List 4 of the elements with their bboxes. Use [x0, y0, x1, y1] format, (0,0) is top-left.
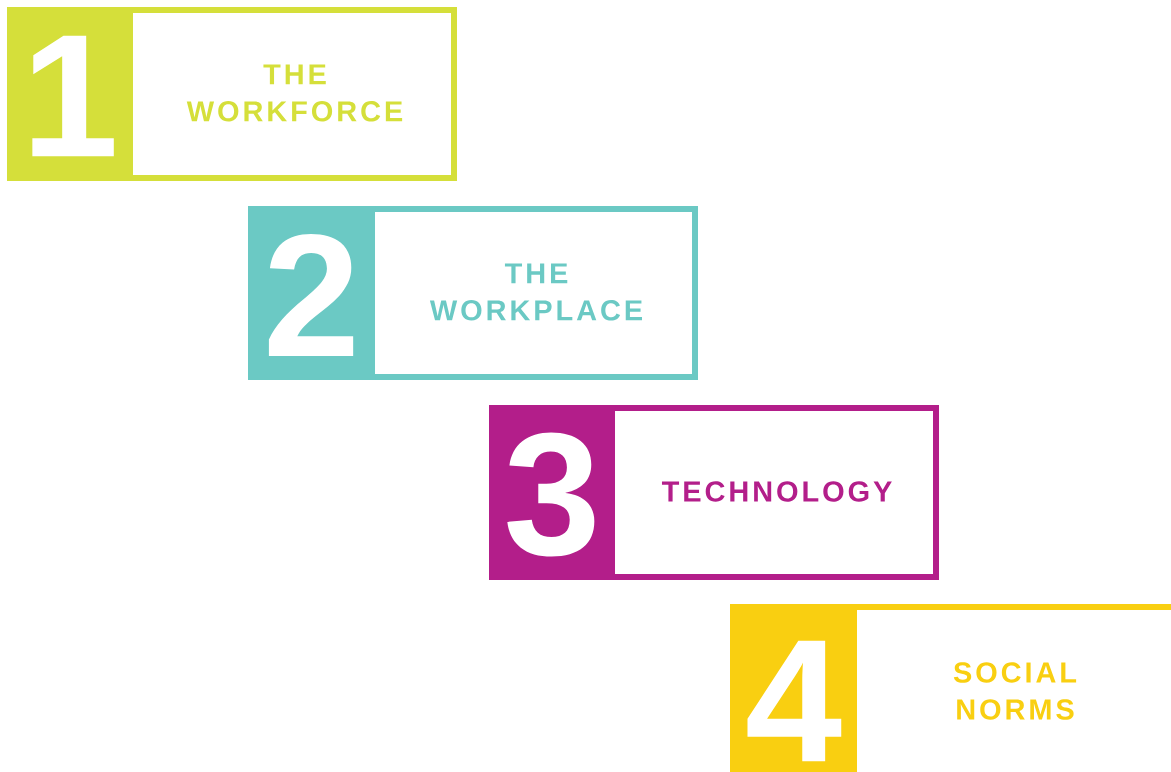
step-box: 1 THE WORKFORCE — [7, 7, 457, 181]
step-box: 4 SOCIAL NORMS — [730, 604, 1171, 772]
step-box: 3 TECHNOLOGY — [489, 405, 939, 580]
step-box: 2 THE WORKPLACE — [248, 206, 698, 380]
